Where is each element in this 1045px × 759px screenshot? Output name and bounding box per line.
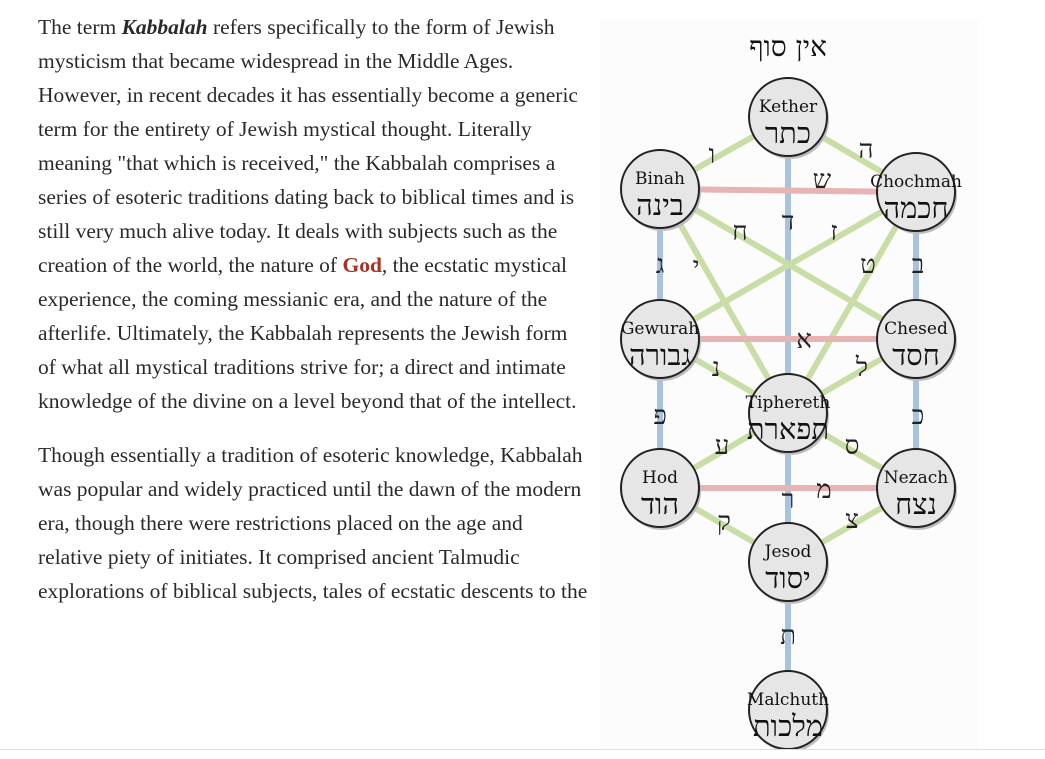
- path-letter: ע: [715, 431, 730, 461]
- sephirah-hebrew-name: גבורה: [629, 338, 691, 372]
- sephirah-circle: [748, 373, 828, 453]
- paragraph-2: Though essentially a tradition of esoter…: [38, 443, 588, 603]
- p1-text-b: refers specifically to the form of Jewis…: [38, 15, 578, 277]
- path-letter: א: [796, 325, 812, 355]
- article-text: The term Kabbalah refers specifically to…: [38, 10, 588, 628]
- diagram-letters: א ב ג ד ה ו ז ח ט י כ ל מ נ ס ע פ צ ק ר ש ת: [653, 135, 924, 651]
- path-letter: ל: [855, 353, 868, 383]
- p1-text-a: The term: [38, 15, 122, 39]
- path-letter: ש: [813, 165, 832, 195]
- path-letter: ק: [717, 507, 731, 537]
- sephirah-circle: [748, 522, 828, 602]
- god-link[interactable]: God: [342, 253, 382, 277]
- sephirah-latin-name: Malchuth: [747, 690, 829, 710]
- sephirah-hebrew-name: תפארת: [747, 412, 829, 446]
- path-letter: ת: [780, 621, 796, 651]
- term-kabbalah: Kabbalah: [121, 15, 208, 39]
- p1-text-c: , the ecstatic mystical experience, the …: [38, 253, 577, 413]
- path-chochmah-gewurah: [658, 189, 918, 342]
- bottom-divider: [0, 749, 1045, 750]
- sephirah-hebrew-name: חסד: [892, 338, 940, 372]
- sephirah-hebrew-name: יסוד: [765, 561, 810, 595]
- sephirah-latin-name: Jesod: [763, 542, 812, 562]
- sephirah-latin-name: Tiphereth: [746, 393, 831, 413]
- path-binah-chochmah: [659, 186, 917, 195]
- sephirah-hebrew-name: מלכות: [753, 709, 823, 743]
- path-letter: ה: [859, 135, 874, 165]
- path-letter: פ: [653, 401, 667, 431]
- sephirah-latin-name: Chesed: [884, 319, 948, 339]
- path-letter: ד: [782, 207, 795, 237]
- sephirah-latin-name: Chochmah: [870, 172, 962, 192]
- path-letter: ח: [732, 217, 747, 247]
- sephirah-hebrew-name: כתר: [765, 116, 811, 150]
- path-letter: ב: [912, 250, 925, 280]
- path-letter: ז: [830, 217, 837, 247]
- path-letter: ר: [782, 485, 795, 515]
- path-letter: כ: [912, 401, 925, 431]
- paragraph-1: The term Kabbalah refers specifically to…: [38, 10, 588, 418]
- sephirah-circle: [748, 77, 828, 157]
- path-letter: ג: [656, 250, 665, 280]
- sephirah-latin-name: Hod: [642, 468, 678, 488]
- diagram-nodes: KetherכתרBinahבינהChochmahחכמהGewurahגבו…: [620, 77, 962, 752]
- sephirah-hebrew-name: הוד: [641, 487, 679, 521]
- sephirah-hebrew-name: חכמה: [883, 191, 948, 225]
- path-letter: נ: [712, 353, 720, 383]
- path-letter: צ: [845, 505, 859, 535]
- sephirah-circle: [620, 149, 700, 229]
- sephirah-latin-name: Binah: [635, 169, 685, 189]
- sephirah-circle: [876, 152, 956, 232]
- path-letter: מ: [816, 475, 831, 505]
- ein-sof-label: אין סוף: [749, 30, 827, 63]
- path-letter: ט: [860, 250, 876, 280]
- sephirah-hebrew-name: נצח: [895, 487, 937, 521]
- path-letter: ו: [709, 140, 716, 170]
- sephirah-latin-name: Gewurah: [621, 319, 699, 339]
- sephirah-circle: [876, 299, 956, 379]
- sephirah-hebrew-name: בינה: [636, 188, 684, 222]
- sephirah-circle: [620, 299, 700, 379]
- sephirah-circle: [620, 448, 700, 528]
- sephirah-circle: [876, 448, 956, 528]
- path-chochmah-tiphereth: [785, 190, 919, 415]
- sephirah-latin-name: Kether: [759, 97, 818, 117]
- path-letter: ס: [845, 431, 860, 461]
- sephirah-latin-name: Nezach: [884, 468, 949, 488]
- path-letter: י: [693, 252, 700, 282]
